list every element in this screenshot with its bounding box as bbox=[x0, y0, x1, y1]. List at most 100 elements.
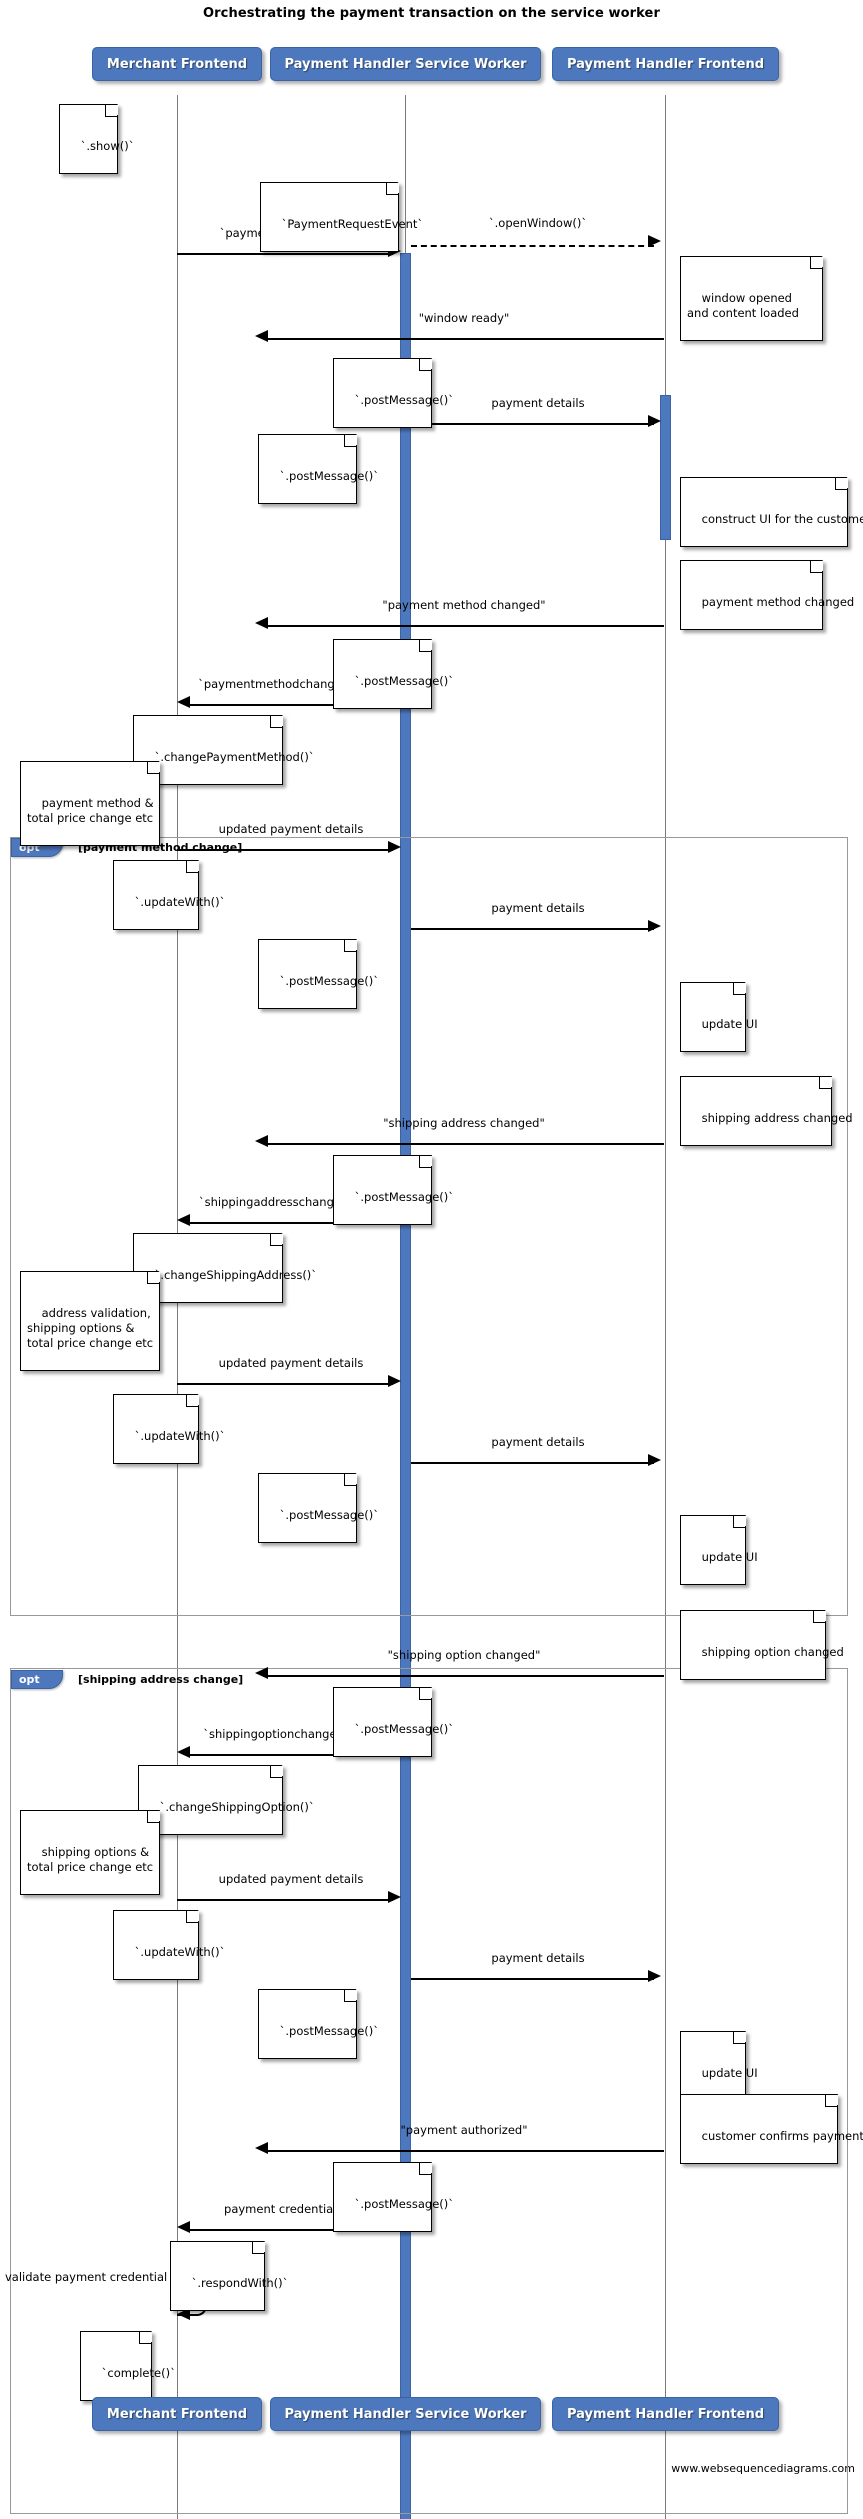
note-text: update UI bbox=[701, 1550, 758, 1565]
note-text: `.changeShippingAddress()` bbox=[154, 1267, 318, 1282]
participant-label: Merchant Frontend bbox=[106, 2406, 248, 2422]
note-respondwith: `.respondWith()` bbox=[170, 2241, 288, 2312]
note-fold-corner bbox=[139, 2332, 151, 2345]
note-text: window opened and content loaded bbox=[687, 290, 799, 320]
note-fold-corner bbox=[386, 182, 398, 195]
note-postmessage-7: `.postMessage()` bbox=[333, 1687, 454, 1758]
participant-footer-merchant[interactable]: Merchant Frontend bbox=[92, 2397, 262, 2432]
lifeline-payment-handler-frontend bbox=[665, 94, 666, 2519]
note-text: update UI bbox=[701, 1016, 758, 1031]
note-text: shipping address changed bbox=[701, 1111, 853, 1126]
message-label-updated-payment-details-3: updated payment details bbox=[218, 1871, 364, 1886]
participant-footer-payment-handler-frontend[interactable]: Payment Handler Frontend bbox=[552, 2397, 779, 2432]
note-change-shipping-option: `.changeShippingOption()` bbox=[138, 1764, 315, 1835]
note-text: `.updateWith()` bbox=[134, 1428, 226, 1443]
note-postmessage-3: `.postMessage()` bbox=[333, 639, 454, 710]
note-text: `.changeShippingOption()` bbox=[159, 1799, 315, 1814]
note-postmessage-2: `.postMessage()` bbox=[258, 434, 379, 505]
note-updatewith-3: `.updateWith()` bbox=[113, 1909, 225, 1980]
note-fold-corner bbox=[186, 1910, 198, 1923]
message-label-payment-details-4: payment details bbox=[491, 1950, 585, 1965]
credit-link[interactable]: www.websequencediagrams.com bbox=[671, 2462, 855, 2476]
participant-label: Payment Handler Service Worker bbox=[284, 2406, 527, 2422]
note-complete: `complete()` bbox=[80, 2331, 176, 2402]
message-line-window-ready bbox=[264, 337, 664, 340]
note-fold-corner bbox=[147, 1271, 159, 1284]
message-line-payment-details-2 bbox=[411, 928, 654, 931]
note-window-opened: window opened and content loaded bbox=[680, 255, 823, 341]
participant-label: Merchant Frontend bbox=[106, 56, 248, 72]
note-text: `.postMessage()` bbox=[279, 469, 379, 484]
message-label-shipping-address-changed: "shipping address changed" bbox=[383, 1115, 545, 1130]
arrowhead-shipping-option-changed bbox=[255, 1666, 268, 1679]
note-text: payment method & total price change etc bbox=[27, 795, 154, 825]
note-updatewith-1: `.updateWith()` bbox=[113, 860, 225, 931]
message-label-openwindow: `.openWindow()` bbox=[488, 216, 588, 231]
message-line-shipping-option-changed bbox=[264, 1674, 664, 1677]
note-fold-corner bbox=[344, 940, 356, 953]
note-address-validation: address validation, shipping options & t… bbox=[20, 1270, 160, 1371]
note-fold-corner bbox=[819, 1077, 831, 1090]
fragment-tab-opt-2: opt bbox=[11, 1669, 63, 1689]
participant-label: Payment Handler Frontend bbox=[566, 2406, 765, 2422]
message-label-shipping-option-changed: "shipping option changed" bbox=[387, 1647, 541, 1662]
arrowhead-updated-payment-details-3 bbox=[388, 1890, 401, 1903]
lifeline-merchant bbox=[177, 94, 178, 2519]
participant-footer-service-worker[interactable]: Payment Handler Service Worker bbox=[270, 2397, 541, 2432]
message-label-payment-method-changed: "payment method changed" bbox=[382, 598, 546, 613]
arrowhead-payment-authorized bbox=[255, 2141, 268, 2154]
note-text: `.postMessage()` bbox=[279, 974, 379, 989]
message-line-payment-details-3 bbox=[411, 1461, 654, 1464]
note-fold-corner bbox=[186, 1394, 198, 1407]
arrowhead-shipping-address-changed bbox=[255, 1134, 268, 1147]
note-updatewith-2: `.updateWith()` bbox=[113, 1393, 225, 1464]
note-fold-corner bbox=[419, 640, 431, 653]
note-fold-corner bbox=[344, 435, 356, 448]
participant-header-payment-handler-frontend[interactable]: Payment Handler Frontend bbox=[552, 47, 779, 82]
message-label-validate-payment-credential: validate payment credential bbox=[5, 2269, 168, 2284]
note-fold-corner bbox=[810, 561, 822, 574]
note-text: `.postMessage()` bbox=[354, 674, 454, 689]
note-shipping-option-changed: shipping option changed bbox=[680, 1609, 844, 1680]
note-fold-corner bbox=[810, 256, 822, 269]
note-update-ui-1: update UI bbox=[680, 981, 758, 1052]
message-line-payment-method-changed bbox=[264, 625, 664, 627]
participant-header-service-worker[interactable]: Payment Handler Service Worker bbox=[270, 47, 541, 82]
note-fold-corner bbox=[344, 1473, 356, 1486]
note-construct-ui: construct UI for the customer bbox=[680, 476, 863, 547]
note-shipping-options-total-price: shipping options & total price change et… bbox=[20, 1810, 160, 1896]
note-text: construct UI for the customer bbox=[701, 511, 863, 526]
note-fold-corner bbox=[105, 105, 117, 118]
note-postmessage-6: `.postMessage()` bbox=[258, 1472, 379, 1543]
note-fold-corner bbox=[270, 715, 282, 728]
note-fold-corner bbox=[344, 1989, 356, 2002]
message-line-updated-payment-details-2 bbox=[177, 1382, 393, 1385]
fragment-condition-opt-2: [shipping address change] bbox=[78, 1673, 244, 1687]
participant-header-merchant[interactable]: Merchant Frontend bbox=[92, 47, 262, 82]
note-text: `.updateWith()` bbox=[134, 1944, 226, 1959]
message-line-payment-credential bbox=[186, 2228, 400, 2231]
arrowhead-paymentmethodchange-event bbox=[177, 696, 190, 709]
message-line-paymentmethodchange-event bbox=[186, 703, 400, 706]
note-update-ui-2: update UI bbox=[680, 1515, 758, 1586]
note-fold-corner bbox=[733, 2032, 745, 2045]
note-text: `.changePaymentMethod()` bbox=[154, 749, 315, 764]
note-postmessage-5: `.postMessage()` bbox=[333, 1155, 454, 1226]
message-label-payment-credential: payment credential etc bbox=[224, 2201, 358, 2216]
arrowhead-shippingoptionchange-event bbox=[177, 1745, 190, 1758]
note-payment-method-total-price: payment method & total price change etc bbox=[20, 760, 160, 846]
message-line-openwindow bbox=[411, 244, 654, 247]
note-fold-corner bbox=[835, 477, 847, 490]
note-fold-corner bbox=[733, 1516, 745, 1529]
message-line-updated-payment-details-3 bbox=[177, 1898, 393, 1901]
activation-payment-handler-frontend bbox=[660, 394, 671, 540]
note-text: `.show()` bbox=[80, 139, 135, 154]
arrowhead-payment-details-4 bbox=[648, 1969, 661, 1982]
note-postmessage-4: `.postMessage()` bbox=[258, 939, 379, 1010]
note-text: update UI bbox=[701, 2066, 758, 2081]
fragment-opt-shipping-address-change bbox=[10, 1668, 848, 2515]
note-text: `.postMessage()` bbox=[354, 1190, 454, 1205]
note-fold-corner bbox=[419, 1156, 431, 1169]
message-line-shipping-address-changed bbox=[264, 1142, 664, 1145]
note-text: `.postMessage()` bbox=[354, 393, 454, 408]
